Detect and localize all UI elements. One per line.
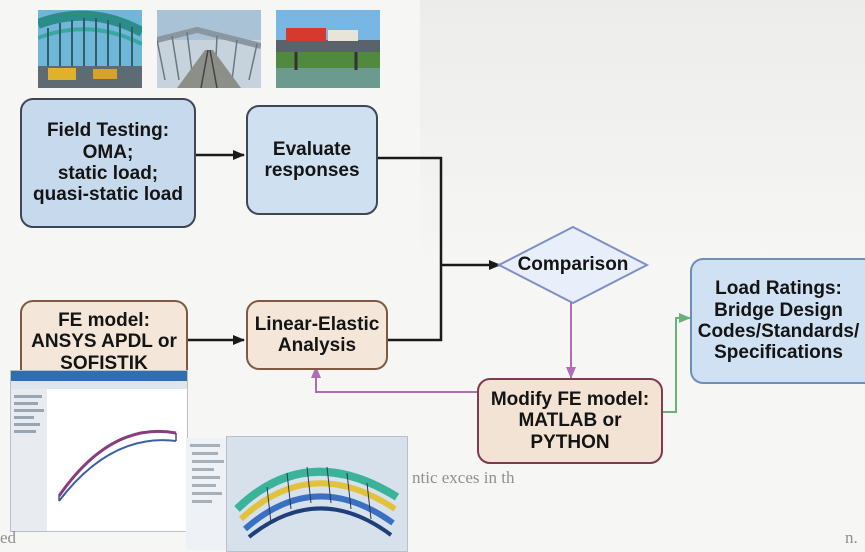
load-ratings-box: Load Ratings: Bridge Design Codes/Standa… [690, 258, 865, 384]
modify-fe-model-box: Modify FE model: MATLAB or PYTHON [477, 378, 663, 464]
field-testing-label: Field Testing: OMA; static load; quasi-s… [33, 120, 183, 206]
evaluate-responses-label: Evaluate responses [264, 138, 360, 181]
fe-software-screenshot [10, 370, 188, 532]
field-testing-box: Field Testing: OMA; static load; quasi-s… [20, 98, 196, 228]
line-evaluate-to-merge [376, 156, 443, 342]
fe-model-label: FE model: ANSYS APDL or SOFISTIK [31, 310, 177, 374]
evaluate-responses-box: Evaluate responses [246, 105, 378, 215]
arrow-modify-to-load-ratings [662, 313, 691, 413]
bridge-truck-photo [276, 10, 380, 88]
bridge-deck-photo [157, 10, 261, 88]
linear-elastic-label: Linear-Elastic Analysis [254, 313, 380, 356]
comparison-label: Comparison [517, 254, 629, 275]
footer-fragment-left: ed [0, 528, 17, 547]
fe-tree-panel [186, 438, 230, 550]
linear-elastic-box: Linear-Elastic Analysis [246, 300, 388, 370]
footer-fragment-middle: ntic exces in th [412, 468, 515, 487]
arrow-modify-to-linear [311, 366, 477, 393]
bridge-arch-photo [38, 10, 142, 88]
load-ratings-label: Load Ratings: Bridge Design Codes/Standa… [697, 278, 860, 364]
footer-fragment-right: n. [845, 528, 858, 547]
modify-fe-model-label: Modify FE model: MATLAB or PYTHON [490, 389, 650, 453]
comparison-diamond [496, 225, 650, 305]
background-faint-text-area [420, 0, 865, 270]
fe-3d-model-screenshot [226, 436, 408, 552]
